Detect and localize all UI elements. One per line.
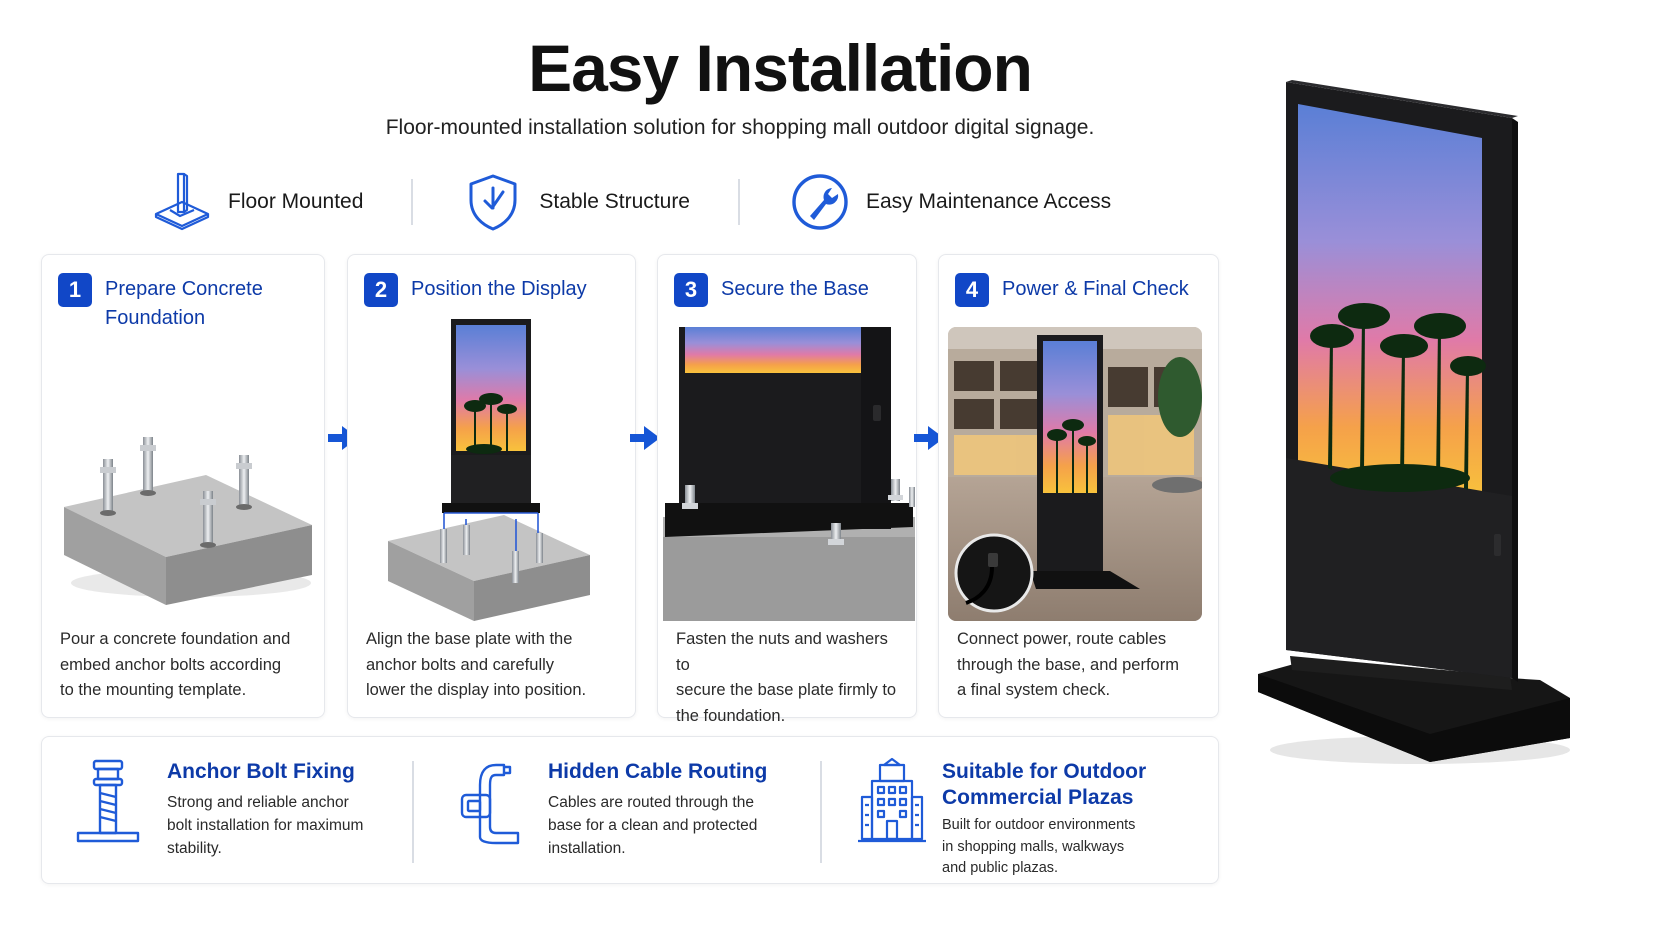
- step-number: 1: [58, 273, 92, 307]
- page-title: Easy Installation: [528, 31, 1033, 105]
- benefit-description: Cables are routed through the base for a…: [548, 791, 757, 860]
- concrete-foundation-illustration: [64, 437, 312, 605]
- desc-line: through the base, and perform: [957, 655, 1179, 674]
- step-description: Fasten the nuts and washers to secure th…: [676, 627, 904, 729]
- step-card-1: 1 Prepare Concrete Foundation Pour a con…: [41, 254, 325, 718]
- step-title: Prepare Concrete Foundation: [105, 275, 314, 333]
- step-description: Align the base plate with the anchor bol…: [366, 627, 623, 704]
- step-description: Connect power, route cables through the …: [957, 627, 1206, 704]
- desc-line: Cables are routed through the: [548, 794, 754, 811]
- benefit-title: Anchor Bolt Fixing: [167, 759, 355, 785]
- benefit-title: Suitable for Outdoor Commercial Plazas: [942, 759, 1146, 811]
- step-number: 2: [364, 273, 398, 307]
- position-display-illustration: [388, 319, 590, 621]
- desc-line: embed anchor bolts according: [60, 655, 282, 674]
- arrow-right-icon: [630, 426, 660, 450]
- desc-line: Strong and reliable anchor: [167, 794, 349, 811]
- desc-line: in shopping malls, walkways: [942, 838, 1125, 855]
- feature-easy-maintenance: Easy Maintenance Access: [788, 170, 1111, 234]
- desc-line: secure the base plate firmly to: [676, 681, 897, 699]
- step-card-4: 4 Power & Final Check: [938, 254, 1219, 718]
- page-subtitle: Floor-mounted installation solution for …: [385, 116, 1095, 139]
- feature-stable-structure: Stable Structure: [461, 170, 690, 234]
- benefit-title-line: Commercial Plazas: [942, 786, 1134, 809]
- benefit-title-line: Suitable for Outdoor: [942, 760, 1147, 783]
- benefit-divider: [820, 761, 822, 863]
- feature-divider: [738, 179, 740, 225]
- desc-line: Pour a concrete foundation and: [60, 630, 291, 648]
- step-description: Pour a concrete foundation and embed anc…: [60, 627, 312, 704]
- feature-divider: [411, 179, 414, 225]
- wrench-icon: [792, 174, 848, 230]
- benefit-description: Strong and reliable anchor bolt installa…: [167, 791, 363, 860]
- feature-floor-mounted: Floor Mounted: [150, 170, 363, 234]
- arrow-right-icon: [914, 426, 944, 450]
- desc-line: installation.: [548, 840, 626, 857]
- benefit-cable-routing: Hidden Cable Routing Cables are routed t…: [414, 737, 820, 885]
- desc-line: lower the display into position.: [366, 681, 587, 699]
- benefits-panel: Anchor Bolt Fixing Strong and reliable a…: [41, 736, 1219, 884]
- secure-base-illustration: [663, 327, 915, 621]
- desc-line: a final system check.: [957, 681, 1111, 699]
- step-title-line: Foundation: [105, 307, 206, 329]
- benefit-divider: [412, 761, 414, 863]
- benefit-description: Built for outdoor environments in shoppi…: [942, 815, 1135, 880]
- desc-line: anchor bolts and carefully: [366, 655, 555, 674]
- desc-line: Connect power, route cables: [957, 630, 1167, 648]
- step-title-line: Prepare Concrete: [105, 278, 263, 300]
- benefit-title-line: Anchor Bolt Fixing: [167, 760, 355, 783]
- feature-row: Floor Mounted Stable Structure Easy Main…: [150, 170, 1200, 234]
- step-number: 4: [955, 273, 989, 307]
- feature-label: Easy Maintenance Access: [866, 190, 1112, 213]
- step-card-2: 2 Position the Display Align the base pl…: [347, 254, 636, 718]
- step-card-3: 3 Secure the Base Fasten the nuts and wa…: [657, 254, 917, 725]
- desc-line: Fasten the nuts and washers to: [676, 630, 888, 674]
- benefit-title-line: Hidden Cable Routing: [548, 760, 768, 783]
- benefit-title: Hidden Cable Routing: [548, 759, 767, 785]
- step-title: Position the Display: [411, 278, 587, 300]
- shield-check-icon: [469, 174, 517, 231]
- feature-label: Floor Mounted: [228, 190, 364, 213]
- final-check-photo: [948, 327, 1202, 621]
- step-title: Power & Final Check: [1002, 278, 1189, 300]
- benefit-anchor-bolt: Anchor Bolt Fixing Strong and reliable a…: [42, 737, 412, 885]
- desc-line: base for a clean and protected: [548, 817, 758, 834]
- desc-line: Align the base plate with the: [366, 630, 573, 648]
- digital-signage-product-image: [1258, 80, 1570, 764]
- building-icon: [858, 757, 926, 843]
- desc-line: and public plazas.: [942, 860, 1059, 876]
- step-number: 3: [674, 273, 708, 307]
- desc-line: Built for outdoor environments: [942, 817, 1136, 833]
- benefit-outdoor-plazas: Suitable for Outdoor Commercial Plazas B…: [822, 737, 1218, 885]
- desc-line: the foundation.: [676, 706, 786, 725]
- desc-line: bolt installation for maximum: [167, 817, 364, 834]
- arrow-right-icon: [328, 426, 358, 450]
- floor-mount-icon: [154, 172, 210, 231]
- feature-label: Stable Structure: [539, 190, 690, 213]
- cable-routing-icon: [460, 763, 520, 845]
- anchor-bolt-icon: [76, 759, 140, 843]
- desc-line: stability.: [167, 840, 222, 857]
- step-title: Secure the Base: [721, 278, 869, 300]
- desc-line: to the mounting template.: [60, 681, 247, 699]
